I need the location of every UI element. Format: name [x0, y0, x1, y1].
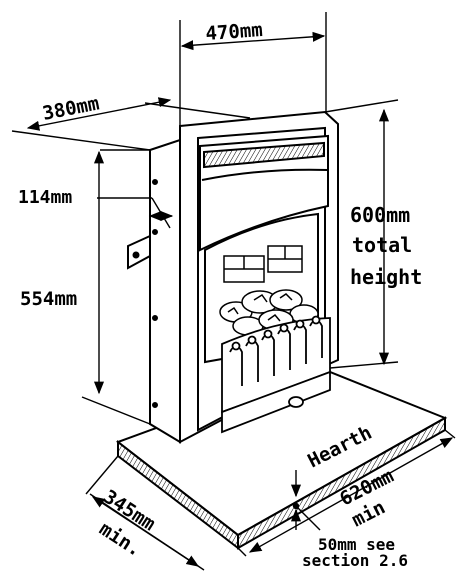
hearth-thickness-line1: 50mm see [318, 535, 395, 554]
body-height-label: 554mm [20, 288, 77, 310]
total-height-line1: 600mm [350, 203, 410, 227]
hearth-width-arrow [248, 437, 454, 553]
width-label: 470mm [205, 19, 264, 45]
bracket-label: 114mm [18, 187, 72, 208]
total-height-line3: height [350, 265, 422, 289]
hearth-depth-arrow [91, 496, 200, 567]
width-arrow [180, 31, 326, 51]
fire-frame [179, 110, 339, 444]
hearth-thickness-line2: section 2.6 [302, 551, 408, 570]
wall-bracket [127, 234, 151, 270]
total-height-line2: total [352, 233, 412, 257]
dimension-lines [11, 12, 456, 571]
hood-grille [203, 141, 325, 169]
depth-arrow [26, 97, 172, 131]
fire-fret [221, 315, 331, 434]
fire-body [127, 138, 181, 444]
body-side-panel [149, 138, 181, 444]
brick-panels [223, 245, 303, 283]
